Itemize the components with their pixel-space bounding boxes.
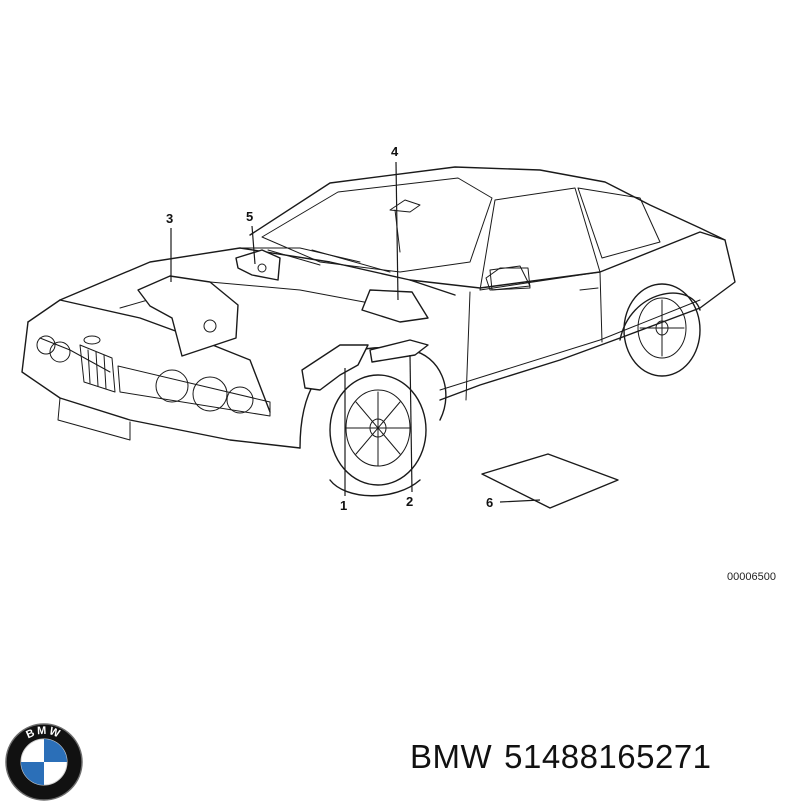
bmw-logo: BMW <box>5 723 83 801</box>
callout-5: 5 <box>246 209 253 224</box>
logo-letters: BMW <box>24 725 61 741</box>
callout-6: 6 <box>486 495 493 510</box>
svg-text:BMW: BMW <box>24 725 63 741</box>
part-number: 51488165271 <box>504 738 712 775</box>
leader-lines <box>170 161 541 503</box>
part-6-panel <box>481 453 619 509</box>
brand-name: BMW <box>410 738 493 775</box>
part-5-panel <box>235 249 281 281</box>
part-2-panel <box>369 339 429 363</box>
callout-4: 4 <box>391 144 399 159</box>
car-illustration <box>21 166 736 497</box>
part-3-panel <box>137 275 239 357</box>
part-caption: BMW 51488165271 <box>410 738 712 776</box>
callout-numbers: 3 5 4 1 2 6 <box>166 144 493 513</box>
part-4-panel <box>361 289 429 323</box>
callout-2: 2 <box>406 494 413 509</box>
insulation-parts <box>137 249 619 509</box>
part-1-panel <box>301 344 369 391</box>
callout-3: 3 <box>166 211 173 226</box>
callout-1: 1 <box>340 498 347 513</box>
diagram-reference-number: 00006500 <box>727 571 776 583</box>
